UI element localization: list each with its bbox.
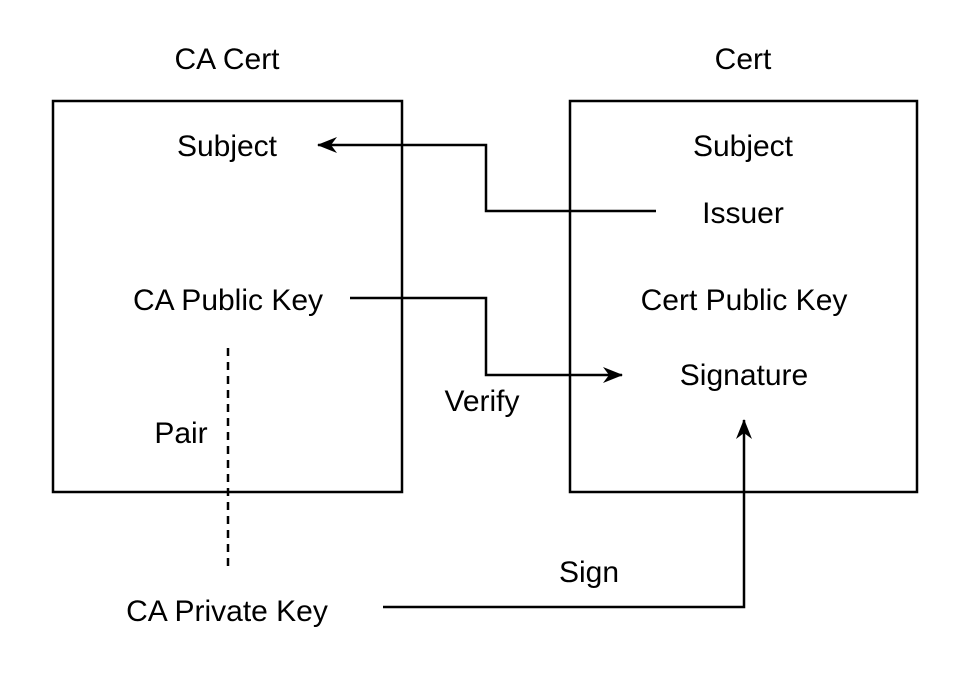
cert-signature-field: Signature	[680, 359, 808, 392]
cert-title: Cert	[715, 43, 772, 76]
cert-public-key-field: Cert Public Key	[641, 284, 848, 317]
pair-label: Pair	[154, 417, 207, 450]
sign-edge-label: Sign	[559, 556, 619, 589]
verify-edge-label: Verify	[444, 385, 519, 418]
cert-issuer-field: Issuer	[702, 197, 784, 230]
issuer-to-subject-arrow	[317, 137, 656, 213]
cert-subject-field: Subject	[693, 130, 794, 163]
verify-arrow	[350, 296, 623, 383]
ca-cert-subject-field: Subject	[177, 130, 278, 163]
sign-arrow	[383, 419, 752, 609]
ca-cert-title: CA Cert	[174, 43, 280, 76]
ca-public-key-field: CA Public Key	[133, 284, 323, 317]
ca-private-key-label: CA Private Key	[126, 595, 328, 628]
